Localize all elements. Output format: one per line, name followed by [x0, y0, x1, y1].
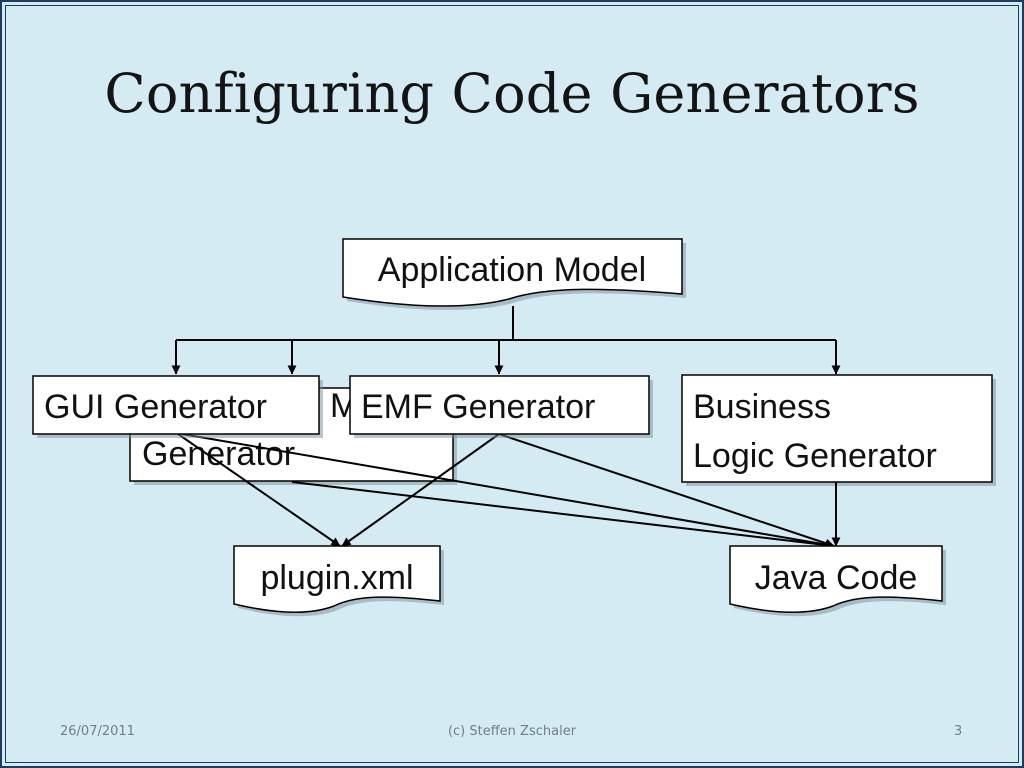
edge-gui_generator-java_code: [181, 433, 835, 549]
edge-emf_generator-java_code: [498, 433, 835, 548]
node-plugin-xml: plugin.xml: [233, 545, 444, 617]
node-plugin-xml-label: plugin.xml: [260, 559, 413, 597]
node-emf-generator-label: EMF Generator: [361, 388, 595, 426]
node-application-model: Application Model: [342, 238, 686, 310]
slide-title: Configuring Code Generators: [104, 62, 920, 125]
footer-page-number: 3: [954, 724, 963, 739]
node-business-logic-generator-label-1: Business: [693, 388, 831, 426]
node-gui-generator: GUI Generator: [32, 375, 323, 438]
footer-author: (c) Steffen Zschaler: [447, 724, 577, 739]
node-business-logic-generator: Business Logic Generator: [681, 374, 996, 486]
node-gui-generator-label: GUI Generator: [44, 388, 267, 426]
node-java-code-label: Java Code: [755, 559, 918, 597]
edge-group-model-to-generators: [171, 306, 841, 375]
edge-gui_generator-plugin_xml: [177, 433, 341, 547]
edge-group-generators-to-outputs: [177, 433, 841, 550]
node-java-code: Java Code: [729, 545, 946, 617]
edge-hidden_generator-java_code: [291, 481, 835, 550]
edge-emf_generator-plugin_xml: [341, 433, 500, 547]
node-business-logic-generator-label-2: Logic Generator: [693, 437, 937, 475]
node-hidden-generator-label-2: Generator: [142, 435, 295, 473]
node-emf-generator: EMF Generator: [349, 375, 653, 438]
node-application-model-label: Application Model: [378, 251, 646, 289]
footer-date: 26/07/2011: [60, 724, 135, 739]
